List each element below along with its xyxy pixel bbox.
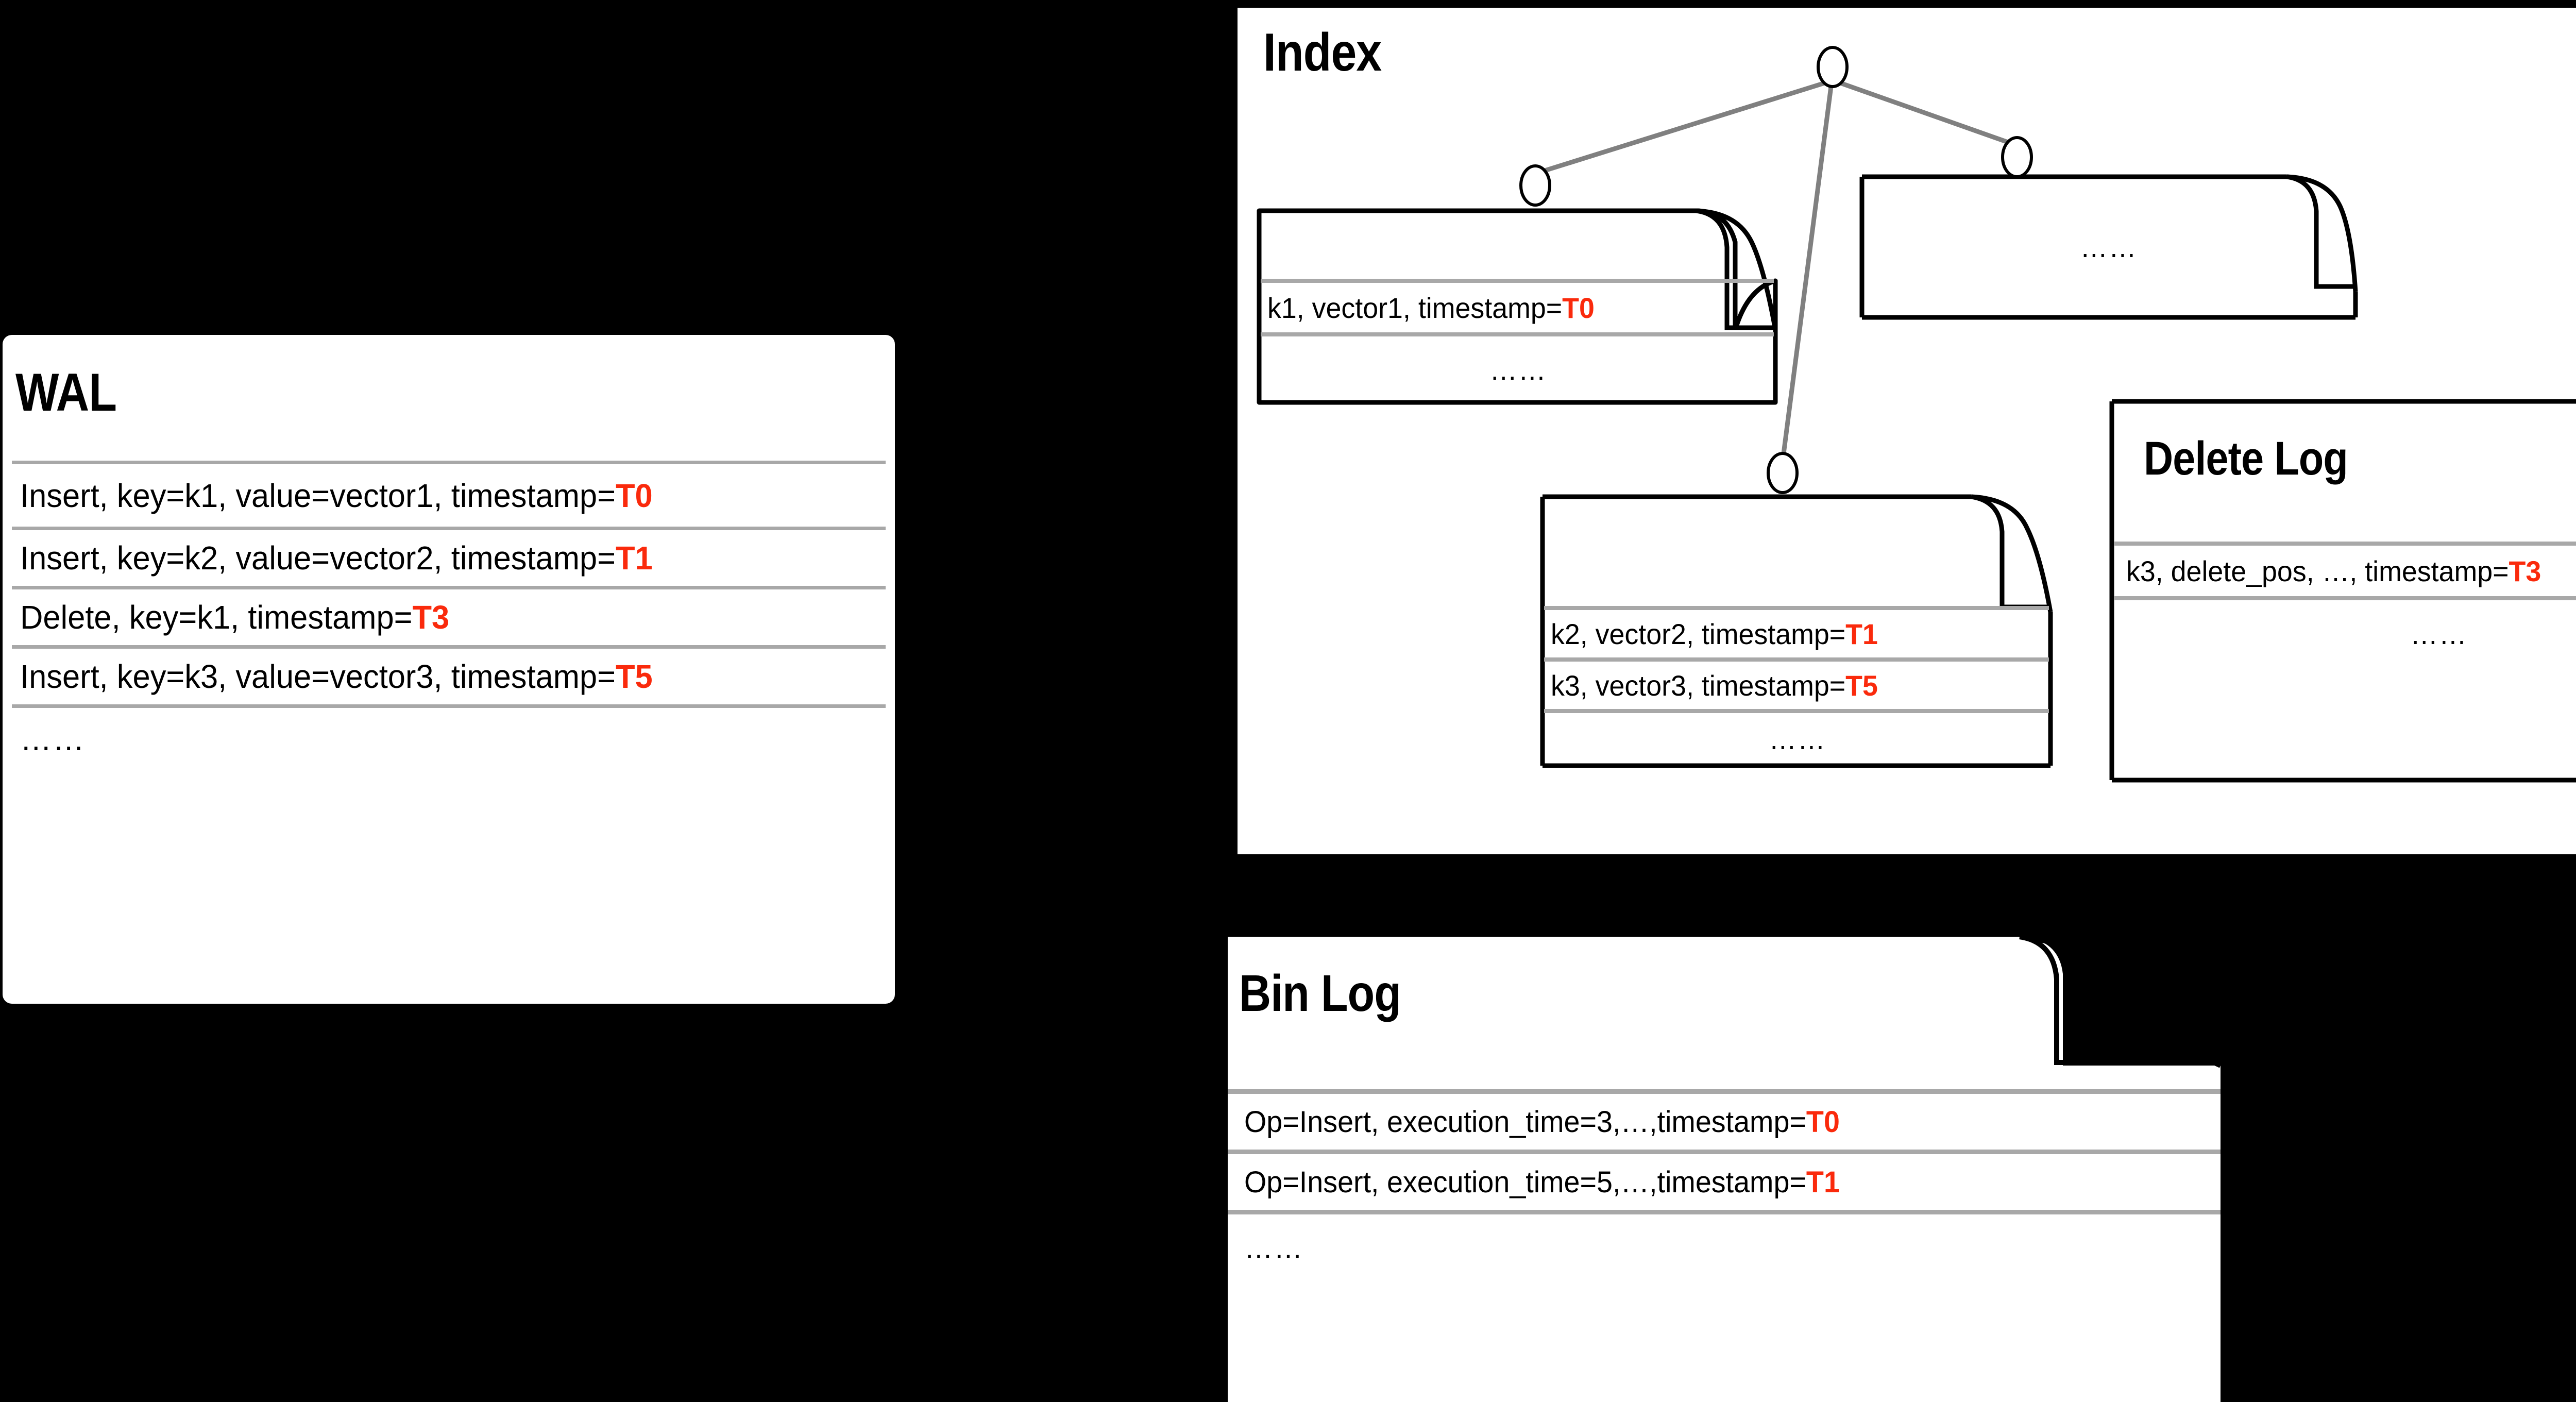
bin-log-row-2-text: ……	[1244, 1231, 1304, 1265]
wal-row-2-timestamp: T3	[412, 599, 450, 636]
index-leaf-right: ……	[1862, 177, 2355, 317]
wal-divider-0	[12, 461, 886, 464]
index-leaf-middle-row-0: k2, vector2, timestamp=T1	[1546, 610, 2049, 657]
wal-divider-1	[12, 527, 886, 530]
index-leaf-middle-divider-0	[1544, 606, 2049, 610]
index-leaf-left-divider-1	[1261, 332, 1774, 336]
wal-divider-4	[12, 704, 886, 708]
index-leaf-middle-divider-1	[1544, 657, 2049, 662]
wal-row-3-timestamp: T5	[615, 658, 653, 695]
delete-log-row-1-text: ……	[2410, 617, 2468, 650]
index-leaf-left-divider-0	[1261, 279, 1774, 283]
index-leaf-left-row-1: ……	[1262, 336, 1774, 402]
index-leaf-middle-row-0-text: k2, vector2, timestamp=	[1551, 617, 1846, 650]
bin-log-row-2: ……	[1228, 1214, 2221, 1281]
delete-log-panel: Delete Log k3, delete_pos, …, timestamp=…	[2112, 401, 2576, 780]
bin-log-panel: Bin Log Op=Insert, execution_time=3,…,ti…	[1228, 937, 2221, 1402]
index-leaf-middle-row-1-timestamp: T5	[1845, 669, 1878, 702]
wal-row-3: Insert, key=k3, value=vector3, timestamp…	[14, 649, 885, 704]
bin-log-row-1-text: Op=Insert, execution_time=5,…,timestamp=	[1244, 1165, 1806, 1199]
index-leaf-left-row-0: k1, vector1, timestamp=T0	[1262, 283, 1774, 332]
wal-panel: WAL Insert, key=k1, value=vector1, times…	[3, 335, 895, 1004]
wal-row-0-timestamp: T0	[615, 477, 653, 514]
wal-row-4: ……	[14, 708, 885, 770]
bin-log-divider-2	[1228, 1210, 2221, 1214]
wal-divider-2	[12, 586, 886, 589]
index-leaf-middle-row-0-timestamp: T1	[1845, 617, 1878, 650]
wal-row-3-text: Insert, key=k3, value=vector3, timestamp…	[20, 658, 616, 695]
wal-row-1: Insert, key=k2, value=vector2, timestamp…	[14, 530, 885, 586]
index-leaf-middle-row-1-text: k3, vector3, timestamp=	[1551, 669, 1846, 702]
index-leaf-left-row-1-text: ……	[1489, 353, 1547, 386]
index-leaf-left: k1, vector1, timestamp=T0 ……	[1259, 211, 1775, 402]
delete-log-title: Delete Log	[2144, 432, 2348, 485]
wal-row-2-text: Delete, key=k1, timestamp=	[20, 599, 413, 636]
wal-divider-3	[12, 645, 886, 649]
bin-log-divider-0	[1228, 1089, 2221, 1094]
bin-log-row-0: Op=Insert, execution_time=3,…,timestamp=…	[1228, 1094, 2221, 1150]
wal-row-1-timestamp: T1	[615, 539, 653, 577]
index-leaf-middle-divider-2	[1544, 709, 2049, 713]
index-leaf-left-row-0-text: k1, vector1, timestamp=	[1267, 291, 1563, 324]
index-leaf-middle: k2, vector2, timestamp=T1 k3, vector3, t…	[1543, 497, 2050, 766]
index-leaf-middle-row-2-text: ……	[1769, 722, 1826, 755]
delete-log-divider-1	[2114, 596, 2576, 600]
wal-row-2: Delete, key=k1, timestamp=T3	[14, 589, 885, 645]
bin-log-divider-1	[1228, 1150, 2221, 1154]
bin-log-row-1: Op=Insert, execution_time=5,…,timestamp=…	[1228, 1154, 2221, 1210]
index-leaf-middle-row-1: k3, vector3, timestamp=T5	[1546, 662, 2049, 709]
bin-log-title: Bin Log	[1239, 965, 1401, 1022]
delete-log-row-0-timestamp: T3	[2509, 554, 2541, 587]
wal-row-0-text: Insert, key=k1, value=vector1, timestamp…	[20, 477, 616, 514]
delete-log-row-1: ……	[2115, 600, 2576, 667]
wal-title: WAL	[15, 363, 117, 423]
bin-log-row-0-text: Op=Insert, execution_time=3,…,timestamp=	[1244, 1105, 1806, 1139]
index-leaf-right-row-0-text: ……	[2080, 231, 2138, 263]
wal-row-4-text: ……	[20, 720, 86, 757]
bin-log-row-0-timestamp: T0	[1806, 1105, 1840, 1139]
index-title: Index	[1263, 23, 1382, 82]
index-leaf-middle-row-2: ……	[1546, 713, 2049, 765]
index-leaf-right-row-0: ……	[1862, 177, 2355, 317]
delete-log-row-0: k3, delete_pos, …, timestamp=T3	[2115, 546, 2576, 596]
wal-row-1-text: Insert, key=k2, value=vector2, timestamp…	[20, 539, 616, 577]
index-leaf-left-row-0-timestamp: T0	[1562, 291, 1595, 324]
wal-row-0: Insert, key=k1, value=vector1, timestamp…	[14, 464, 885, 527]
bin-log-row-1-timestamp: T1	[1806, 1165, 1840, 1199]
delete-log-row-0-text: k3, delete_pos, …, timestamp=	[2126, 554, 2509, 587]
delete-log-divider-0	[2114, 542, 2576, 546]
